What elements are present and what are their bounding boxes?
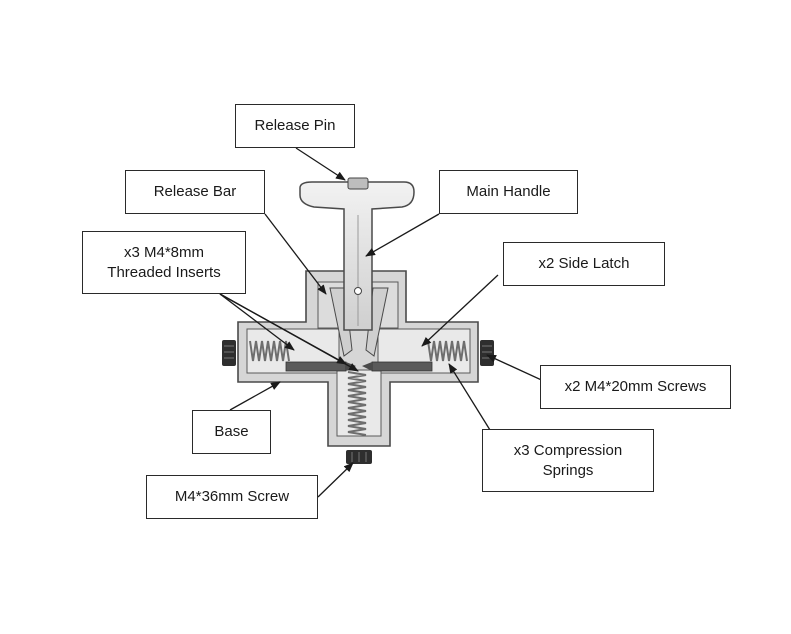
label-threaded-inserts: x3 M4*8mm Threaded Inserts <box>82 231 246 294</box>
label-bottom-screw: M4*36mm Screw <box>146 475 318 519</box>
label-main-handle: Main Handle <box>439 170 578 214</box>
label-release-pin-text: Release Pin <box>254 117 336 134</box>
label-side-latch-text: x2 Side Latch <box>538 255 630 272</box>
leader-base <box>229 381 281 411</box>
label-side-screws-text: x2 M4*20mm Screws <box>564 378 707 395</box>
side-screw-left <box>222 340 236 366</box>
leader-bottom-screw <box>317 462 354 498</box>
leader-springs <box>448 363 491 431</box>
leader-inserts-c <box>219 293 359 372</box>
label-release-pin: Release Pin <box>235 104 355 148</box>
label-compression-springs-text: x3 Compression Springs <box>513 441 623 479</box>
label-side-latch: x2 Side Latch <box>503 242 665 286</box>
side-screw-right <box>480 340 494 366</box>
label-threaded-inserts-text: x3 M4*8mm Threaded Inserts <box>107 243 221 281</box>
bottom-screw <box>346 450 372 464</box>
main-handle <box>299 181 415 331</box>
leader-side-screws <box>486 354 549 384</box>
leader-main-handle <box>365 213 440 257</box>
label-release-bar-text: Release Bar <box>153 183 237 200</box>
leader-inserts-a <box>219 293 295 351</box>
leader-side-latch <box>421 274 499 347</box>
label-main-handle-text: Main Handle <box>466 183 551 200</box>
release-pin <box>347 177 369 190</box>
compression-spring-center <box>347 371 367 436</box>
label-bottom-screw-text: M4*36mm Screw <box>174 488 290 505</box>
side-latch-right <box>362 361 433 372</box>
label-base: Base <box>192 410 271 454</box>
label-side-screws: x2 M4*20mm Screws <box>540 365 731 409</box>
compression-spring-left <box>249 340 290 362</box>
compression-spring-right <box>427 340 468 362</box>
leader-release-pin <box>295 147 346 181</box>
label-compression-springs: x3 Compression Springs <box>482 429 654 492</box>
leader-release-bar <box>264 213 327 295</box>
label-base-text: Base <box>214 423 249 440</box>
label-release-bar: Release Bar <box>125 170 265 214</box>
leader-lines <box>219 147 549 498</box>
